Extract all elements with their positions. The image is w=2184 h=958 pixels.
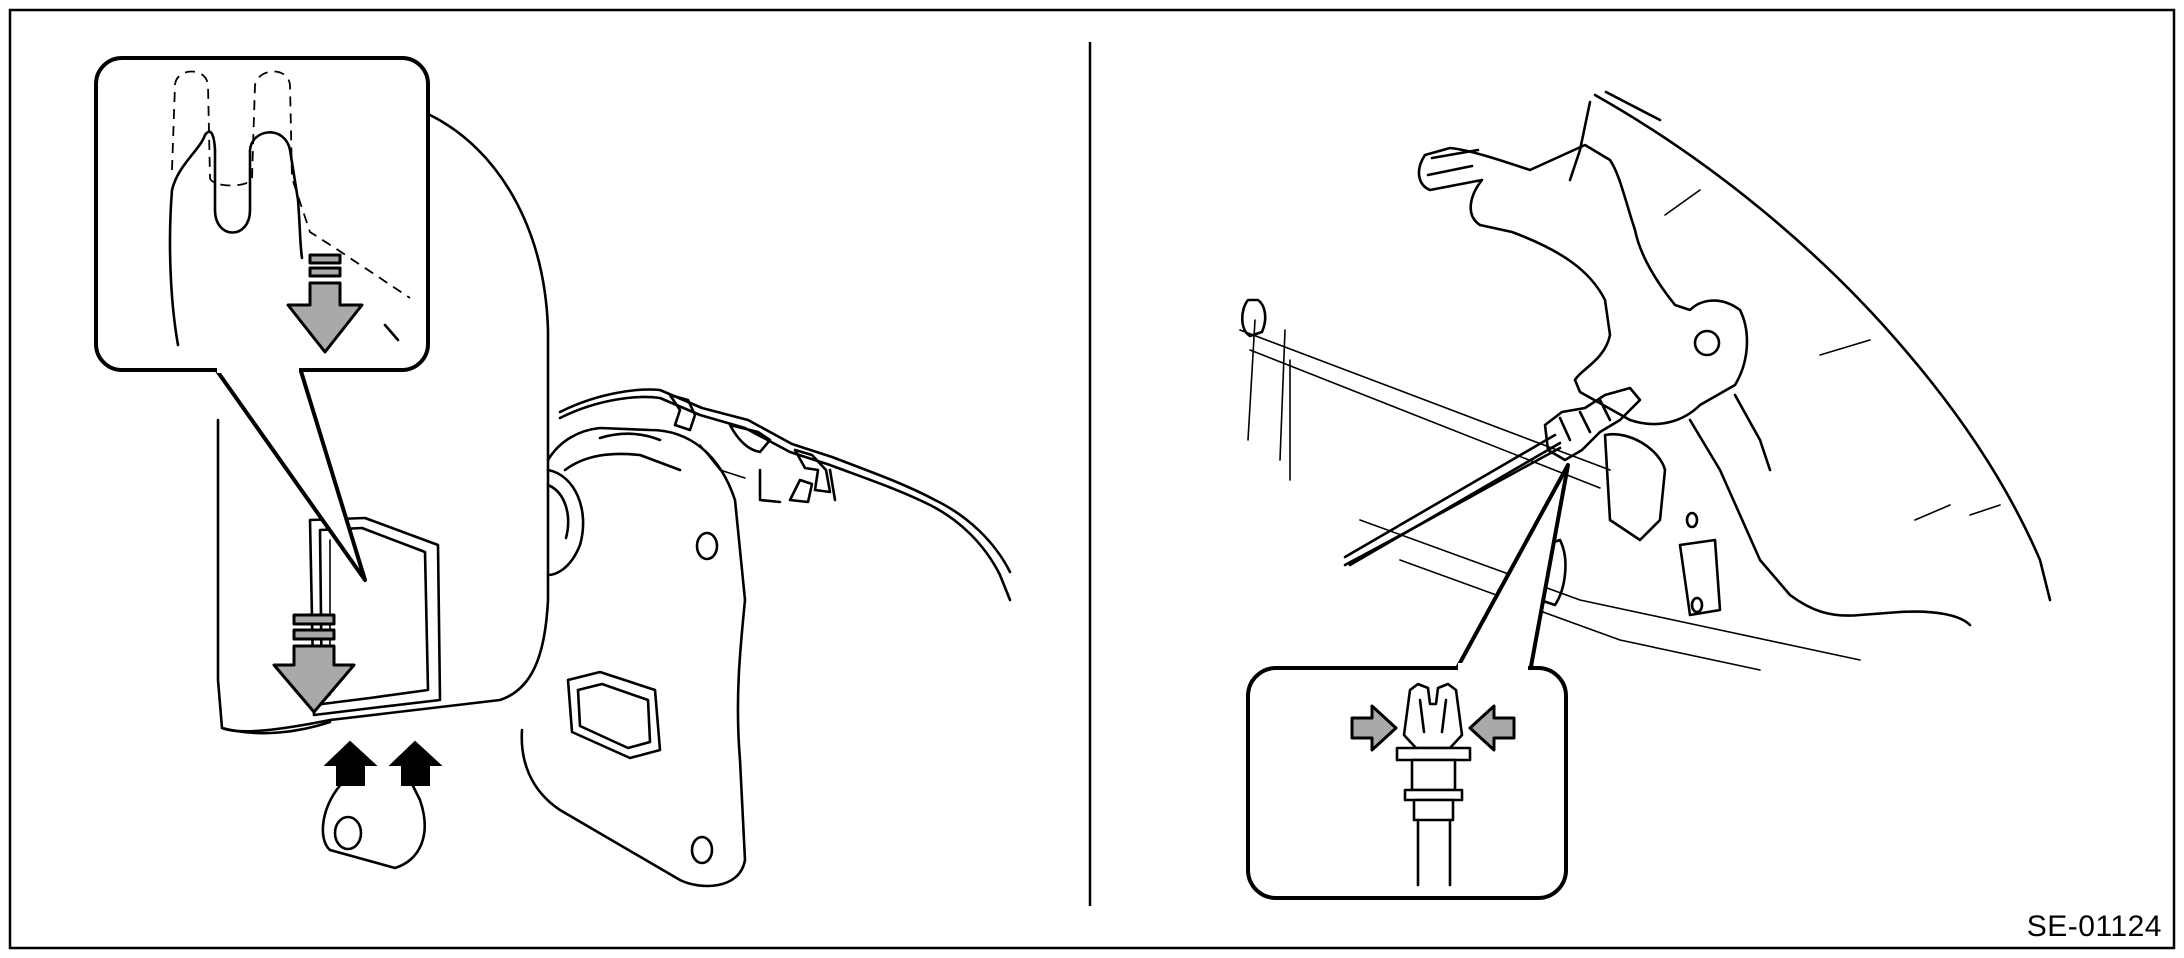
rod-clip [1543,386,1642,462]
trim-panel-body [216,113,550,733]
inset-rod-clip [1395,682,1472,887]
plate-recess [566,670,662,760]
bracket-hole [333,815,363,851]
left-callout-panel [94,56,430,372]
plate-hole-upper [695,531,719,561]
plate-hole-lower [690,835,714,865]
rod-lower [1343,446,1562,567]
lower-bracket-tab [321,778,426,870]
push-up-arrow-right [388,740,443,786]
cable-clip-a [668,393,697,432]
left-panel-drawing [94,56,1012,888]
rear-bracket-plate [520,426,747,888]
left-callout-pointer [213,366,367,582]
cable-clip-c [793,448,832,494]
arm-bolt-hole [1693,329,1721,357]
figure-id-label: SE-01124 [2026,910,2162,943]
fork-retainer-solid [168,130,304,347]
cable-clip-b [728,423,772,454]
trim-clip-window [308,516,442,717]
right-callout-panel [1246,666,1568,900]
right-panel-drawing [1239,90,2052,900]
latch-cable [558,395,1012,602]
squeeze-arrow-right [1468,704,1516,752]
support-arm [1417,143,1749,426]
push-up-arrow-left [323,740,378,786]
main-push-down-arrow [272,613,356,714]
door-trim-outline [1593,93,2052,602]
body-structure [1688,418,1972,627]
squeeze-arrow-left [1350,704,1398,752]
figure-border [8,8,2176,950]
fork-retainer-dashed [171,70,411,299]
inset-push-down-arrow [286,253,364,354]
